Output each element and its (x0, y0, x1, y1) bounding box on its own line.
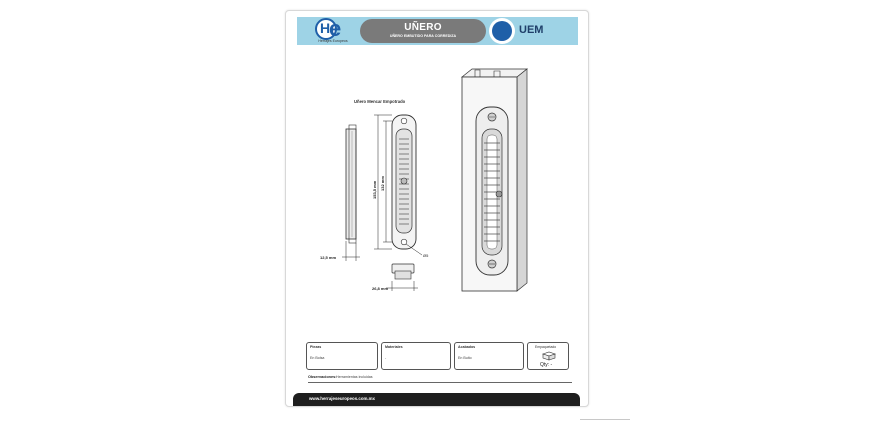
observations-label: Observaciones: (308, 375, 337, 379)
packaging-box: Empaquetado Qty: - (527, 342, 569, 370)
drawing-caption: Uñero Mencar Empotrado (354, 99, 406, 104)
info-box-piezas: Piezas En Bolsa (306, 342, 378, 370)
depth-dimension (342, 241, 360, 261)
dim-depth: 12,5 mm (320, 255, 336, 260)
info-label-piezas: Piezas (310, 345, 322, 349)
hole-label: Ø5 (423, 253, 429, 258)
info-label-acabados: Acabados (458, 345, 476, 349)
logo-circle (315, 18, 337, 40)
profile-3d-view (461, 68, 528, 292)
observations-row: Observaciones: Herramientas incluidas (308, 374, 572, 383)
product-code: UEM (519, 24, 544, 36)
pack-label: Empaquetado (535, 345, 557, 349)
height-dimensions (374, 114, 392, 250)
front-plate (391, 114, 417, 250)
footer-url[interactable]: www.herrajeseuropeos.com.mx (309, 396, 375, 401)
top-view (391, 263, 415, 280)
page-title: UÑERO (404, 22, 442, 33)
technical-drawing: Uñero Mencar Empotrado (320, 68, 528, 292)
title-pill: UÑERO UÑERO EMBUTIDO PARA CORREDIZA (360, 19, 486, 43)
info-box-acabados: Acabados En Bulto (454, 342, 524, 370)
page-subtitle: UÑERO EMBUTIDO PARA CORREDIZA (389, 34, 457, 38)
info-value-materiales: - (385, 356, 387, 360)
page-edge-line (580, 419, 630, 420)
dim-height-total: 153,5 mm (372, 180, 377, 199)
dim-width: 26,8 mm (372, 286, 388, 291)
info-box-materiales: Materiales - (381, 342, 451, 370)
code-dot (492, 21, 512, 41)
side-profile (345, 124, 357, 244)
pack-qty: Qty: - (540, 362, 553, 368)
info-value-piezas: En Bolsa (310, 356, 325, 360)
hole-leader (405, 243, 423, 256)
logo-letter-e: e (329, 16, 342, 41)
product-sheet: H e Herrajes Europeos UÑERO UÑERO EMBUTI… (285, 10, 589, 407)
sheet-header: H e Herrajes Europeos UÑERO UÑERO EMBUTI… (297, 16, 578, 45)
brand-logo: H e Herrajes Europeos (309, 16, 357, 45)
info-label-materiales: Materiales (385, 345, 403, 349)
width-dimension (386, 281, 418, 291)
sheet-footer: www.herrajeseuropeos.com.mx (293, 393, 580, 406)
box-icon (542, 351, 556, 361)
observations-value: Herramientas incluidas (336, 375, 373, 379)
dim-height-inner: 132 mm (380, 176, 385, 191)
info-value-acabados: En Bulto (458, 356, 472, 360)
logo-caption: Herrajes Europeos (318, 39, 348, 43)
logo-letter-h: H (320, 20, 331, 36)
code-badge-icon (489, 18, 515, 44)
